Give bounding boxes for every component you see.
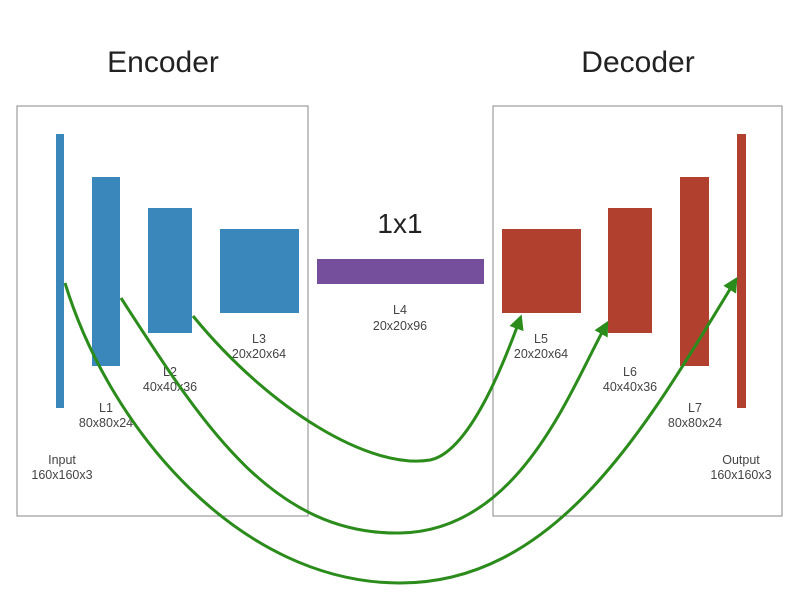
l1-layer-dims: 80x80x24: [79, 416, 133, 430]
l3-layer-block: [220, 229, 299, 313]
l1-layer-name: L1: [99, 401, 113, 415]
l7-layer-block: [680, 177, 709, 366]
l7-layer-name: L7: [688, 401, 702, 415]
l5-layer-name: L5: [534, 332, 548, 346]
l4-layer-dims: 20x20x96: [373, 319, 427, 333]
decoder-frame: [492, 105, 783, 517]
skip-arrow-input-to-output: [63, 276, 738, 585]
l4-layer-block: [317, 259, 484, 284]
l3-layer-dims: 20x20x64: [232, 347, 286, 361]
l6-layer-block: [608, 208, 652, 333]
output-layer-block: [737, 134, 746, 408]
l7-layer-dims: 80x80x24: [668, 416, 722, 430]
l2-layer-block: [148, 208, 192, 333]
skip-arrow-l2-to-l6: [119, 297, 609, 535]
bottleneck-title: 1x1: [377, 208, 422, 239]
input-layer-name: Input: [48, 453, 76, 467]
output-layer-dims: 160x160x3: [710, 468, 771, 482]
l6-layer-dims: 40x40x36: [603, 380, 657, 394]
input-layer-dims: 160x160x3: [31, 468, 92, 482]
l4-layer-name: L4: [393, 303, 407, 317]
l6-layer-name: L6: [623, 365, 637, 379]
l5-layer-block: [502, 229, 581, 313]
output-layer-name: Output: [722, 453, 760, 467]
encoder-frame: [16, 105, 309, 517]
l5-layer-dims: 20x20x64: [514, 347, 568, 361]
l3-layer-name: L3: [252, 332, 266, 346]
input-layer-block: [56, 134, 64, 408]
l2-layer-dims: 40x40x36: [143, 380, 197, 394]
decoder-title: Decoder: [581, 46, 694, 79]
l1-layer-block: [92, 177, 120, 366]
skip-arrow-l3-to-l5: [191, 314, 524, 463]
encoder-title: Encoder: [107, 46, 219, 79]
